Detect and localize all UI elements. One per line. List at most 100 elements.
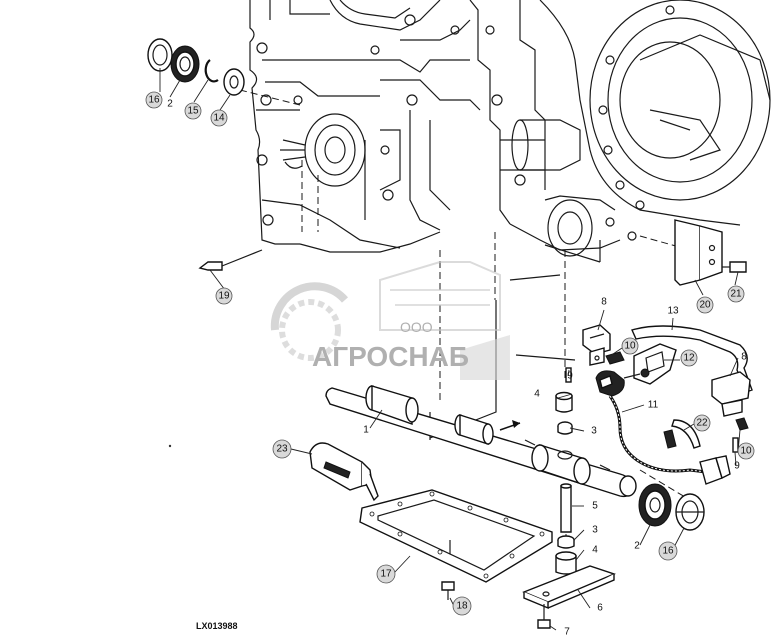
callout-11: 11 bbox=[648, 400, 659, 411]
bracket-12 bbox=[633, 343, 677, 385]
watermark-company-name: АГРОСНАБ bbox=[312, 341, 469, 372]
stray-dot bbox=[168, 444, 172, 448]
callout-21: 21 bbox=[727, 285, 745, 303]
callout-9-right: 9 bbox=[734, 461, 740, 472]
svg-text:18: 18 bbox=[456, 601, 468, 612]
clip-10-right bbox=[735, 417, 749, 431]
svg-text:5: 5 bbox=[592, 501, 598, 512]
svg-text:1: 1 bbox=[363, 425, 369, 436]
callouts: 16 2 15 14 19 20 21 8 13 10 12 8 9 4 11 … bbox=[145, 91, 755, 638]
seal-16-lower bbox=[675, 493, 705, 531]
svg-text:3: 3 bbox=[591, 426, 597, 437]
bearing-2-lower bbox=[638, 483, 672, 527]
svg-text:4: 4 bbox=[534, 389, 540, 400]
svg-text:22: 22 bbox=[696, 418, 708, 429]
callout-6: 6 bbox=[597, 603, 603, 614]
watermark-logo bbox=[270, 261, 510, 380]
washer-3-lower bbox=[557, 535, 575, 549]
svg-text:2: 2 bbox=[167, 99, 173, 110]
plate-6 bbox=[522, 565, 616, 610]
callout-23: 23 bbox=[272, 439, 292, 459]
seal-16-upper bbox=[147, 38, 173, 72]
sensor-19 bbox=[198, 249, 263, 271]
svg-text:12: 12 bbox=[683, 353, 695, 364]
bolt-21 bbox=[722, 261, 747, 273]
callout-16-upper: 16 bbox=[145, 91, 163, 109]
callout-20: 20 bbox=[696, 296, 714, 314]
callout-13: 13 bbox=[667, 306, 679, 317]
callout-8-upper: 8 bbox=[601, 297, 607, 308]
watermark-prefix: ООО bbox=[400, 319, 433, 335]
callout-22: 22 bbox=[693, 414, 711, 432]
svg-text:2: 2 bbox=[634, 541, 640, 552]
callout-1: 1 bbox=[363, 425, 369, 436]
callout-3-lower: 3 bbox=[592, 525, 598, 536]
svg-text:16: 16 bbox=[148, 95, 160, 106]
shaft-1 bbox=[325, 385, 637, 498]
svg-text:14: 14 bbox=[213, 113, 225, 124]
clip-8-upper bbox=[582, 324, 611, 366]
callout-2-lower: 2 bbox=[634, 541, 640, 552]
svg-text:4: 4 bbox=[592, 545, 598, 556]
callout-17: 17 bbox=[376, 564, 396, 584]
callout-4-lower: 4 bbox=[592, 545, 598, 556]
drawing-code: LX013988 bbox=[196, 621, 238, 631]
svg-text:10: 10 bbox=[740, 446, 752, 457]
clip-8-right bbox=[711, 371, 751, 417]
svg-text:19: 19 bbox=[218, 291, 230, 302]
svg-text:11: 11 bbox=[648, 400, 659, 411]
transmission-housing bbox=[249, 0, 771, 257]
svg-text:8: 8 bbox=[741, 352, 747, 363]
bracket-20 bbox=[674, 219, 723, 286]
bushing-4-lower bbox=[555, 551, 577, 575]
callout-5: 5 bbox=[592, 501, 598, 512]
bolt-7 bbox=[537, 604, 551, 629]
callout-4-upper: 4 bbox=[534, 389, 540, 400]
bushing-4-upper bbox=[555, 391, 573, 413]
svg-text:3: 3 bbox=[592, 525, 598, 536]
svg-text:15: 15 bbox=[187, 106, 199, 117]
callout-18: 18 bbox=[452, 596, 472, 616]
washer-14 bbox=[223, 68, 245, 96]
spring-pin-9-right bbox=[732, 437, 739, 453]
svg-text:17: 17 bbox=[380, 569, 392, 580]
gasket-17 bbox=[359, 489, 553, 583]
callout-9-upper: 9 bbox=[567, 371, 573, 382]
callout-10-upper: 10 bbox=[621, 337, 639, 355]
bolt-18 bbox=[441, 581, 455, 600]
svg-text:9: 9 bbox=[734, 461, 740, 472]
svg-text:9: 9 bbox=[567, 371, 573, 382]
callout-leaders bbox=[159, 68, 741, 631]
seal-stack-upper bbox=[147, 38, 245, 96]
sealant-tube-23 bbox=[309, 442, 379, 502]
callout-15: 15 bbox=[184, 102, 202, 120]
callout-10-right: 10 bbox=[737, 442, 755, 460]
clip-10-upper bbox=[605, 351, 625, 365]
callout-2-upper: 2 bbox=[167, 99, 173, 110]
svg-text:13: 13 bbox=[667, 306, 679, 317]
callout-7: 7 bbox=[564, 627, 570, 638]
snap-ring-15 bbox=[204, 59, 219, 83]
callout-8-right: 8 bbox=[741, 352, 747, 363]
washer-3-upper bbox=[557, 421, 573, 435]
svg-text:23: 23 bbox=[276, 444, 288, 455]
callout-14: 14 bbox=[210, 109, 228, 127]
sensor-harness-11 bbox=[595, 368, 731, 485]
svg-text:10: 10 bbox=[624, 341, 636, 352]
svg-text:20: 20 bbox=[699, 300, 711, 311]
callout-16-lower: 16 bbox=[658, 541, 678, 561]
svg-text:6: 6 bbox=[597, 603, 603, 614]
svg-text:21: 21 bbox=[730, 289, 742, 300]
callout-12: 12 bbox=[680, 349, 698, 367]
callout-19: 19 bbox=[215, 287, 233, 305]
bearing-2-upper bbox=[170, 45, 200, 83]
strap-22 bbox=[663, 419, 701, 449]
svg-text:16: 16 bbox=[662, 546, 674, 557]
svg-text:7: 7 bbox=[564, 627, 570, 638]
direction-arrow bbox=[499, 420, 521, 431]
svg-text:8: 8 bbox=[601, 297, 607, 308]
callout-3-upper: 3 bbox=[591, 426, 597, 437]
pin-5 bbox=[560, 483, 572, 533]
